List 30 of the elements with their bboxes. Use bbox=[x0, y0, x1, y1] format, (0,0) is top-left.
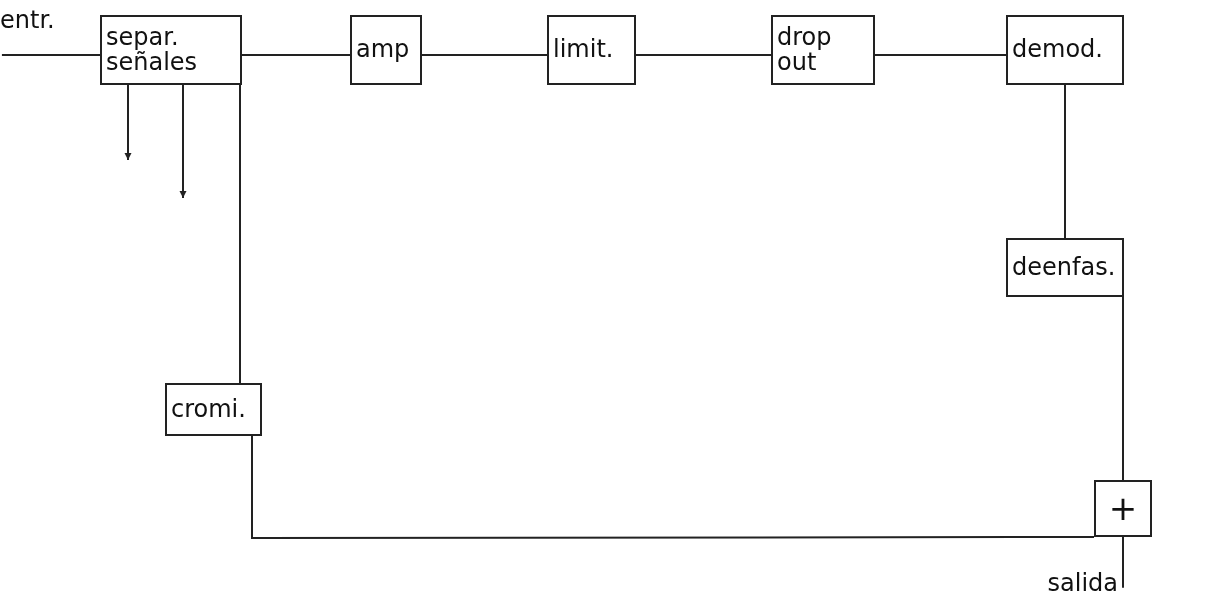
connector-line bbox=[874, 54, 1007, 56]
dropout-block bbox=[771, 15, 875, 85]
signal-separator-block bbox=[100, 15, 242, 85]
block-label: limit. bbox=[553, 37, 614, 63]
amplifier-block bbox=[350, 15, 422, 85]
connector-line bbox=[635, 54, 772, 56]
block-label: demod. bbox=[1012, 37, 1103, 63]
block-label: cromi. bbox=[171, 396, 246, 423]
connector-line bbox=[421, 54, 548, 56]
input-label: entr. bbox=[0, 8, 64, 55]
block-label: drop out bbox=[777, 24, 833, 76]
block-label: amp bbox=[356, 37, 410, 63]
connector-line bbox=[1122, 536, 1124, 589]
demodulator-block bbox=[1006, 15, 1124, 85]
summing-block bbox=[1094, 480, 1152, 537]
block-label: separ. señales bbox=[106, 24, 199, 76]
connector-line bbox=[1064, 84, 1066, 239]
chroma-block bbox=[165, 383, 262, 436]
connector-line bbox=[0, 54, 101, 56]
output-label: salida bbox=[1000, 565, 1118, 603]
block-label: + bbox=[1108, 490, 1138, 527]
connector-line bbox=[241, 54, 351, 56]
connector-line bbox=[251, 435, 1095, 539]
connector-line bbox=[1122, 296, 1124, 481]
arrow bbox=[179, 84, 187, 199]
arrow bbox=[124, 84, 132, 161]
deemphasis-block bbox=[1006, 238, 1124, 297]
connector-line bbox=[239, 84, 241, 384]
limiter-block bbox=[547, 15, 636, 85]
block-label: deenfas. bbox=[1012, 254, 1116, 281]
